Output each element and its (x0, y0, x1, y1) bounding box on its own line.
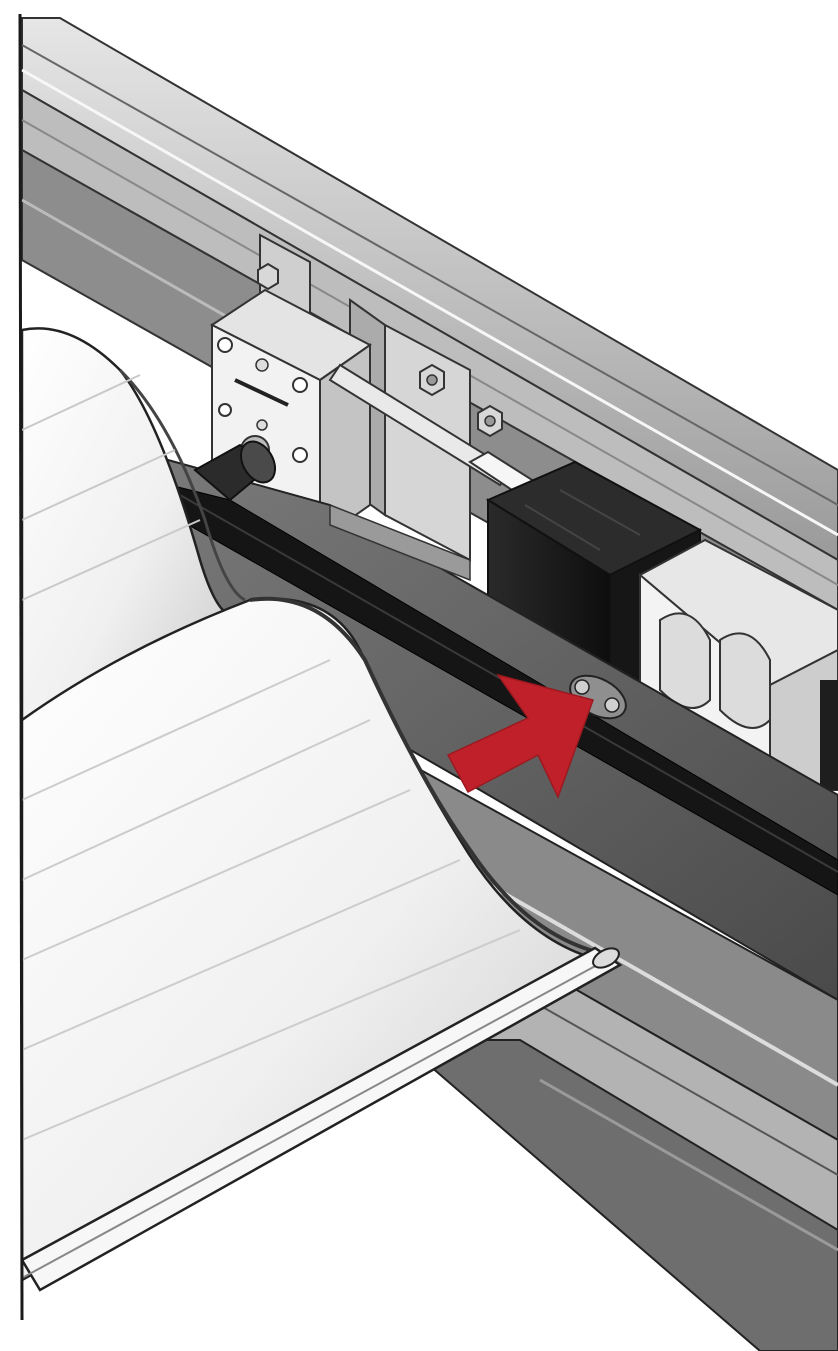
roller-lip (20, 946, 623, 1292)
shaft-end (193, 440, 277, 502)
hex-bolt-icon (257, 262, 503, 438)
pointer-arrow-icon (446, 673, 594, 799)
front-roller (20, 596, 611, 1283)
gearbox-housing (638, 538, 838, 792)
frame-left-edge (18, 13, 24, 1321)
